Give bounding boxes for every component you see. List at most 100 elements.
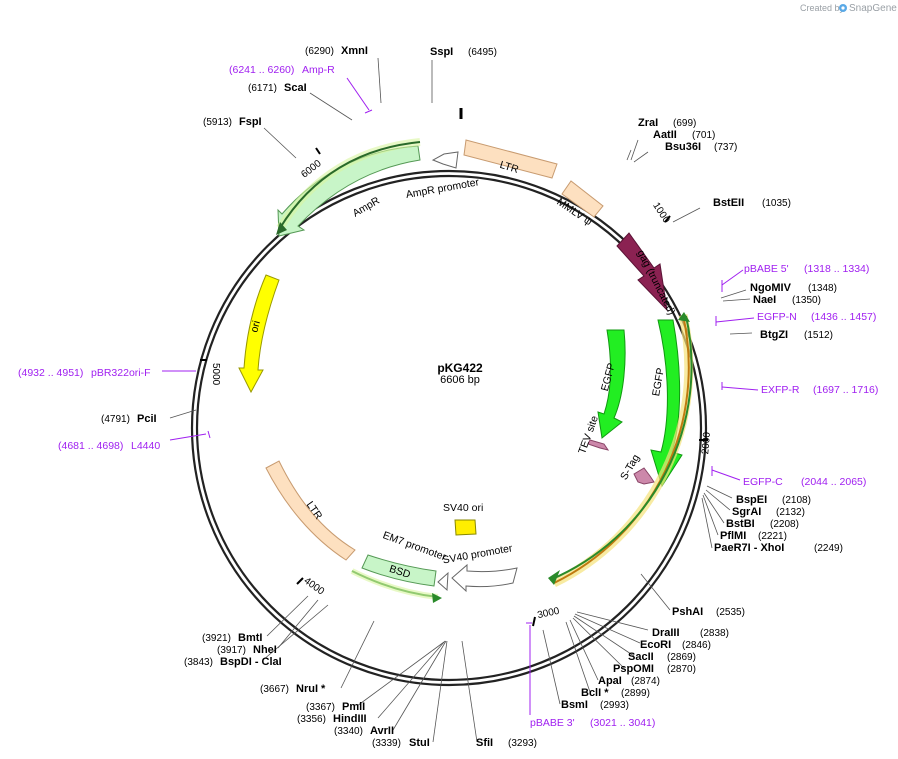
sv40-ori-feature[interactable] xyxy=(454,519,477,536)
ampr-promoter-feature[interactable] xyxy=(431,151,459,169)
egfp-outer-feature[interactable] xyxy=(650,319,683,488)
sv40-promoter-label: SV40 promoter xyxy=(442,542,514,566)
sv40-ori-label: SV40 ori xyxy=(443,502,483,514)
primer-exfp-r[interactable]: EXFP-R(1697 .. 1716) xyxy=(761,384,878,396)
site-scai[interactable]: (6171) ScaI xyxy=(248,82,307,94)
primer-pbr322ori-f[interactable]: (4932 .. 4951)pBR322ori-F xyxy=(18,367,151,379)
ampr-arc xyxy=(279,141,421,229)
site-avrii[interactable]: (3340)AvrII xyxy=(334,725,394,737)
site-paer7i-xhoi[interactable]: PaeR7I - XhoI(2249) xyxy=(714,542,843,554)
svg-text:(2874): (2874) xyxy=(631,676,660,687)
svg-text:(737): (737) xyxy=(714,142,737,153)
primer-amp-r[interactable]: (6241 .. 6260)Amp-R xyxy=(229,64,335,76)
site-bstbi[interactable]: BstBI(2208) xyxy=(726,518,799,530)
primer-egfp-n[interactable]: EGFP-N(1436 .. 1457) xyxy=(757,311,876,323)
em7-promoter-feature[interactable] xyxy=(437,571,449,592)
svg-text:(2221): (2221) xyxy=(758,531,787,542)
site-pcii[interactable]: (4791)PciI xyxy=(101,413,157,425)
site-pflmi[interactable]: PflMI(2221) xyxy=(720,530,787,542)
site-nhei[interactable]: (3917)NheI xyxy=(217,644,277,656)
site-bsteii[interactable]: BstEII(1035) xyxy=(713,197,791,209)
svg-text:(2993): (2993) xyxy=(600,700,629,711)
site-bsmi[interactable]: BsmI (2993) xyxy=(561,699,629,711)
svg-text:(4681 .. 4698): (4681 .. 4698) xyxy=(58,440,123,452)
site-ecori[interactable]: EcoRI(2846) xyxy=(640,639,711,651)
svg-text:(6171): (6171) xyxy=(248,83,277,94)
svg-text:BmtI: BmtI xyxy=(238,632,262,644)
site-bmti[interactable]: (3921)BmtI xyxy=(202,632,262,644)
outer-arc-arrowhead-top xyxy=(678,312,690,322)
svg-text:(3917): (3917) xyxy=(217,645,246,656)
svg-text:ZraI: ZraI xyxy=(638,117,658,129)
site-bspdi-clai[interactable]: (3843)BspDI - ClaI xyxy=(184,656,282,668)
site-stui[interactable]: (3339)StuI xyxy=(372,737,430,749)
site-sacii[interactable]: SacII(2869) xyxy=(628,651,696,663)
sv40-promoter-feature[interactable] xyxy=(451,563,518,593)
site-bspei[interactable]: BspEI(2108) xyxy=(736,494,811,506)
site-sspi[interactable]: SspI(6495) xyxy=(430,46,497,58)
em7-promoter-label: EM7 promoter xyxy=(381,529,448,563)
svg-text:(701): (701) xyxy=(692,130,715,141)
ltr-2-feature[interactable] xyxy=(265,460,356,561)
site-bsu36i[interactable]: Bsu36I (737) xyxy=(665,141,737,153)
svg-text:(1697 .. 1716): (1697 .. 1716) xyxy=(813,384,878,396)
site-zrai[interactable]: ZraI(699) xyxy=(638,117,696,129)
egfp-inner-feature[interactable] xyxy=(597,329,626,439)
site-apai[interactable]: ApaI(2874) xyxy=(598,675,660,687)
primer-pbabe-3[interactable]: pBABE 3'(3021 .. 3041) xyxy=(530,717,655,729)
svg-text:Bsu36I: Bsu36I xyxy=(665,141,701,153)
site-draiii[interactable]: DraIII(2838) xyxy=(652,627,729,639)
snapgene-credit[interactable]: Created by SnapGene xyxy=(800,3,897,14)
svg-text:BtgZI: BtgZI xyxy=(760,329,788,341)
site-nrui[interactable]: (3667)NruI * xyxy=(260,683,326,695)
site-sfii[interactable]: SfiI(3293) xyxy=(476,737,537,749)
primer-l4440[interactable]: (4681 .. 4698)L4440 xyxy=(58,440,160,452)
svg-text:BclI *: BclI * xyxy=(581,687,609,699)
bsd-arc-highlight xyxy=(350,568,439,600)
outer-green-arc-line xyxy=(549,315,693,581)
svg-text:(6290): (6290) xyxy=(305,46,334,57)
site-aatii[interactable]: AatII(701) xyxy=(653,129,715,141)
site-naei[interactable]: NaeI(1350) xyxy=(753,294,821,306)
site-pmli[interactable]: (3367)PmlI xyxy=(306,701,365,713)
svg-text:SacII: SacII xyxy=(628,651,654,663)
svg-text:BspDI - ClaI: BspDI - ClaI xyxy=(220,656,282,668)
tick-label-4000: 4000 xyxy=(302,576,327,598)
ampr-label: AmpR xyxy=(351,194,383,219)
svg-text:BsmI: BsmI xyxy=(561,699,588,711)
site-bcli[interactable]: BclI *(2899) xyxy=(581,687,650,699)
site-fspi[interactable]: (5913)FspI xyxy=(203,116,262,128)
svg-text:PmlI: PmlI xyxy=(342,701,365,713)
site-ngomiv[interactable]: NgoMIV(1348) xyxy=(750,282,837,294)
bsd-feature[interactable] xyxy=(361,554,437,587)
primer-egfp-c[interactable]: EGFP-C(2044 .. 2065) xyxy=(743,476,866,488)
site-pshai[interactable]: PshAI(2535) xyxy=(672,606,745,618)
plasmid-name: pKG422 xyxy=(437,361,483,375)
primer-pbabe-5[interactable]: pBABE 5'(1318 .. 1334) xyxy=(744,263,869,275)
primers: (6241 .. 6260)Amp-R pBABE 5'(1318 .. 133… xyxy=(18,64,878,729)
backbone xyxy=(190,108,708,687)
gag-truncated-feature[interactable] xyxy=(616,232,668,312)
mmlv-psi-feature[interactable] xyxy=(561,180,604,218)
ltr-label: LTR xyxy=(498,159,520,176)
svg-text:PshAI: PshAI xyxy=(672,606,703,618)
svg-text:(3356): (3356) xyxy=(297,714,326,725)
outer-orange-arc-line xyxy=(553,314,690,584)
svg-text:(1350): (1350) xyxy=(792,295,821,306)
tev-site-feature[interactable] xyxy=(587,439,610,451)
svg-text:NgoMIV: NgoMIV xyxy=(750,282,792,294)
ori-feature[interactable] xyxy=(238,274,280,394)
site-btgzi[interactable]: BtgZI(1512) xyxy=(760,329,833,341)
ltr-feature[interactable] xyxy=(463,139,558,179)
site-hindiii[interactable]: (3356)HindIII xyxy=(297,713,367,725)
svg-text:ScaI: ScaI xyxy=(284,82,307,94)
site-xmni[interactable]: (6290)XmnI xyxy=(305,45,368,57)
svg-text:(6495): (6495) xyxy=(468,47,497,58)
svg-text:Amp-R: Amp-R xyxy=(302,64,335,76)
svg-text:FspI: FspI xyxy=(239,116,262,128)
site-sgrai[interactable]: SgrAI(2132) xyxy=(732,506,805,518)
svg-text:(3021 .. 3041): (3021 .. 3041) xyxy=(590,717,655,729)
s-tag-feature[interactable] xyxy=(633,467,655,485)
site-pspomi[interactable]: PspOMI(2870) xyxy=(613,663,696,675)
